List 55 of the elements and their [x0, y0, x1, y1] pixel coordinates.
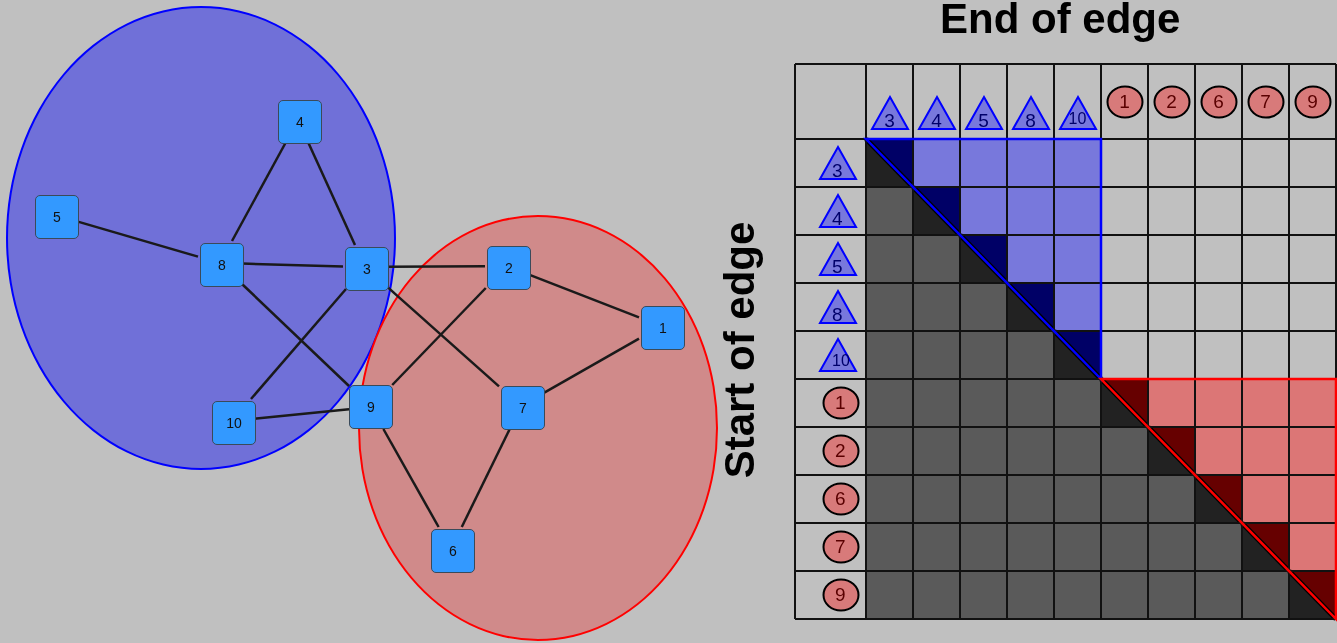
connector-line: [241, 283, 350, 387]
header-label: 2: [1166, 92, 1177, 111]
node-label: 6: [449, 543, 457, 559]
node-box: [345, 247, 389, 291]
connector-line: [241, 262, 344, 268]
header-label: 5: [832, 257, 843, 276]
connector-line: [382, 428, 440, 528]
connector-line: [386, 285, 500, 388]
header-label: 8: [832, 305, 843, 324]
connector-line: [460, 427, 512, 528]
node-box: [212, 401, 256, 445]
node-box: [200, 243, 244, 287]
header-label: 1: [1119, 92, 1130, 111]
node-box: [431, 529, 475, 573]
node-box: [487, 246, 531, 290]
header-label: 9: [1307, 92, 1318, 111]
header-label: 4: [832, 209, 843, 228]
header-label: 8: [1025, 111, 1036, 130]
connector-line: [76, 220, 199, 258]
header-label: 3: [884, 111, 895, 130]
node-label: 8: [218, 257, 226, 273]
node-box: [501, 386, 545, 430]
header-label: 7: [835, 537, 846, 556]
node-box: [35, 195, 79, 239]
connector-line: [306, 141, 357, 246]
node-label: 4: [296, 114, 304, 130]
node-label: 7: [519, 400, 527, 416]
axis-title: End of edge: [940, 0, 1181, 43]
node-label: 1: [659, 320, 667, 336]
node-label: 3: [363, 261, 371, 277]
header-label: 10: [832, 353, 850, 369]
header-label: 1: [835, 393, 846, 412]
node-box: [641, 306, 685, 350]
node-label: 9: [367, 399, 375, 415]
axis-title: Start of edge: [716, 221, 764, 479]
header-label: 6: [835, 489, 846, 508]
node-label: 5: [53, 209, 61, 225]
connector-line: [387, 264, 485, 269]
node-box: [278, 100, 322, 144]
node-label: 2: [505, 260, 513, 276]
header-label: 3: [832, 161, 843, 180]
header-label: 10: [1068, 111, 1087, 127]
header-label: 2: [835, 441, 846, 460]
node-label: 10: [226, 415, 242, 431]
connector-line: [528, 273, 640, 319]
header-label: 7: [1260, 92, 1271, 111]
header-label: 4: [931, 111, 942, 130]
connector-line: [542, 337, 640, 395]
connector-line: [230, 141, 288, 242]
connector-line: [250, 288, 347, 400]
connector-line: [253, 407, 350, 421]
connector-line: [391, 287, 487, 386]
header-label: 6: [1213, 92, 1224, 111]
header-label: 5: [978, 111, 989, 130]
header-label: 9: [835, 585, 846, 604]
